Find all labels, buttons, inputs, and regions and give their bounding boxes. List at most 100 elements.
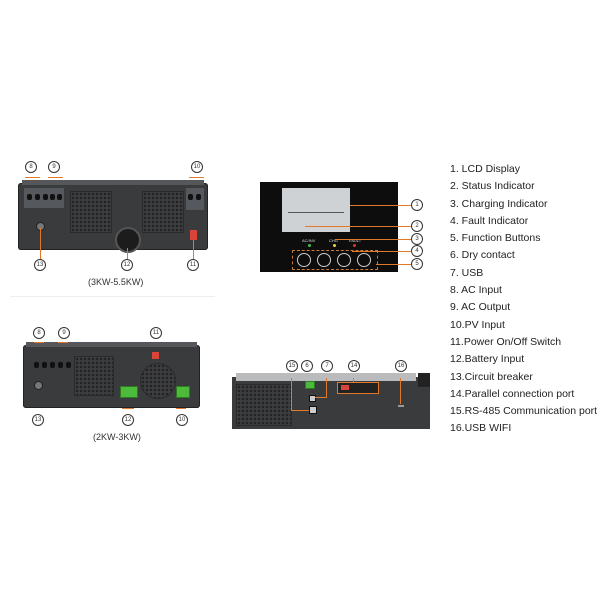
legend-item: 8. AC Input bbox=[450, 284, 502, 297]
usb-port bbox=[309, 395, 316, 402]
legend-item: 4. Fault Indicator bbox=[450, 214, 529, 227]
small-model-caption: (2KW-3KW) bbox=[93, 432, 141, 442]
down-button bbox=[337, 253, 351, 267]
terminal-hole bbox=[188, 194, 193, 200]
enter-button bbox=[357, 253, 371, 267]
callout-8: 8 bbox=[25, 161, 37, 173]
legend-item: 11.Power On/Off Switch bbox=[450, 335, 562, 348]
terminal-hole bbox=[66, 362, 71, 368]
legend-item: 14.Parallel connection port bbox=[450, 387, 575, 400]
fan-grille bbox=[142, 191, 184, 233]
power-switch bbox=[152, 352, 159, 359]
callout-14: 14 bbox=[348, 360, 360, 372]
circuit-breaker bbox=[34, 381, 43, 390]
callout-8: 8 bbox=[33, 327, 45, 339]
usb-wifi-port bbox=[398, 405, 404, 407]
leader-line bbox=[122, 408, 134, 409]
legend-item: 1. LCD Display bbox=[450, 163, 521, 175]
leader-line bbox=[34, 342, 44, 343]
parallel-port-connector bbox=[341, 385, 349, 390]
terminal-hole bbox=[35, 194, 40, 200]
callout-11: 11 bbox=[187, 259, 199, 271]
divider bbox=[10, 296, 215, 297]
terminal-hole bbox=[50, 362, 55, 368]
large-model-caption: (3KW-5.5KW) bbox=[88, 277, 144, 287]
callout-13: 13 bbox=[34, 259, 46, 271]
power-switch bbox=[190, 230, 197, 240]
legend-item: 12.Battery Input bbox=[450, 353, 525, 366]
up-button bbox=[317, 253, 331, 267]
leader-line bbox=[353, 378, 354, 382]
terminal-hole bbox=[58, 362, 63, 368]
battery-input-terminal bbox=[120, 386, 138, 398]
leader-line bbox=[315, 397, 326, 398]
inverter-top-edge bbox=[22, 180, 204, 185]
callout-13: 13 bbox=[32, 414, 44, 426]
leader-line bbox=[40, 228, 41, 260]
leader-line bbox=[335, 239, 411, 240]
inverter-top-edge bbox=[26, 342, 197, 347]
callout-10: 10 bbox=[191, 161, 203, 173]
status-led-label: AC/INV bbox=[302, 238, 316, 243]
legend-item: 6. Dry contact bbox=[450, 249, 515, 262]
terminal-hole bbox=[196, 194, 201, 200]
fault-led-label: FAULT bbox=[349, 238, 362, 243]
leader-line bbox=[376, 264, 411, 265]
callout-12: 12 bbox=[122, 414, 134, 426]
legend-item: 2. Status Indicator bbox=[450, 180, 535, 193]
fan-grille bbox=[140, 363, 176, 399]
leader-line bbox=[48, 177, 63, 178]
terminal-hole bbox=[50, 194, 55, 200]
vent-grille bbox=[236, 384, 292, 426]
callout-6: 6 bbox=[301, 360, 313, 372]
leader-line bbox=[25, 177, 40, 178]
fault-led bbox=[353, 244, 356, 247]
inverter-top-edge bbox=[236, 373, 416, 381]
legend-item: 16.USB WIFI bbox=[450, 422, 512, 435]
rs485-port bbox=[309, 406, 317, 414]
terminal-hole bbox=[34, 362, 39, 368]
terminal-hole bbox=[43, 194, 48, 200]
status-led bbox=[308, 244, 311, 247]
dry-contact-port bbox=[305, 381, 315, 389]
function-buttons-group bbox=[292, 250, 378, 270]
callout-11: 11 bbox=[150, 327, 162, 339]
legend-item: 7. USB bbox=[450, 266, 484, 279]
charging-led-label: CHG bbox=[329, 238, 338, 243]
lcd-divider bbox=[288, 212, 344, 213]
leader-line bbox=[193, 240, 194, 260]
fan-grille bbox=[74, 356, 114, 396]
parallel-connection-port bbox=[337, 382, 379, 394]
callout-9: 9 bbox=[58, 327, 70, 339]
callout-16: 16 bbox=[395, 360, 407, 372]
terminal-hole bbox=[57, 194, 62, 200]
callout-12: 12 bbox=[121, 259, 133, 271]
leader-line bbox=[291, 378, 292, 410]
callout-4: 4 bbox=[411, 245, 423, 257]
leader-line bbox=[326, 378, 327, 398]
inverter-side-cap bbox=[418, 373, 430, 387]
callout-7: 7 bbox=[321, 360, 333, 372]
callout-15: 15 bbox=[286, 360, 298, 372]
callout-3: 3 bbox=[411, 233, 423, 245]
lcd-screen bbox=[282, 188, 350, 232]
legend-item: 15.RS-485 Communication port bbox=[450, 405, 598, 418]
legend-item: 9. AC Output bbox=[450, 301, 511, 314]
leader-line bbox=[350, 205, 411, 206]
legend-item: 10.PV Input bbox=[450, 318, 505, 331]
callout-5: 5 bbox=[411, 258, 423, 270]
leader-line bbox=[400, 378, 401, 404]
callout-10: 10 bbox=[176, 414, 188, 426]
menu-button bbox=[297, 253, 311, 267]
leader-line bbox=[189, 177, 204, 178]
leader-line bbox=[352, 251, 411, 252]
callout-1: 1 bbox=[411, 199, 423, 211]
leader-line bbox=[305, 226, 411, 227]
leader-line bbox=[176, 408, 186, 409]
legend-item: 13.Circuit breaker bbox=[450, 370, 533, 383]
terminal-hole bbox=[42, 362, 47, 368]
battery-input-port bbox=[115, 227, 141, 253]
leader-line bbox=[58, 342, 68, 343]
fan-grille bbox=[70, 191, 112, 233]
pv-terminal-block bbox=[186, 188, 204, 210]
